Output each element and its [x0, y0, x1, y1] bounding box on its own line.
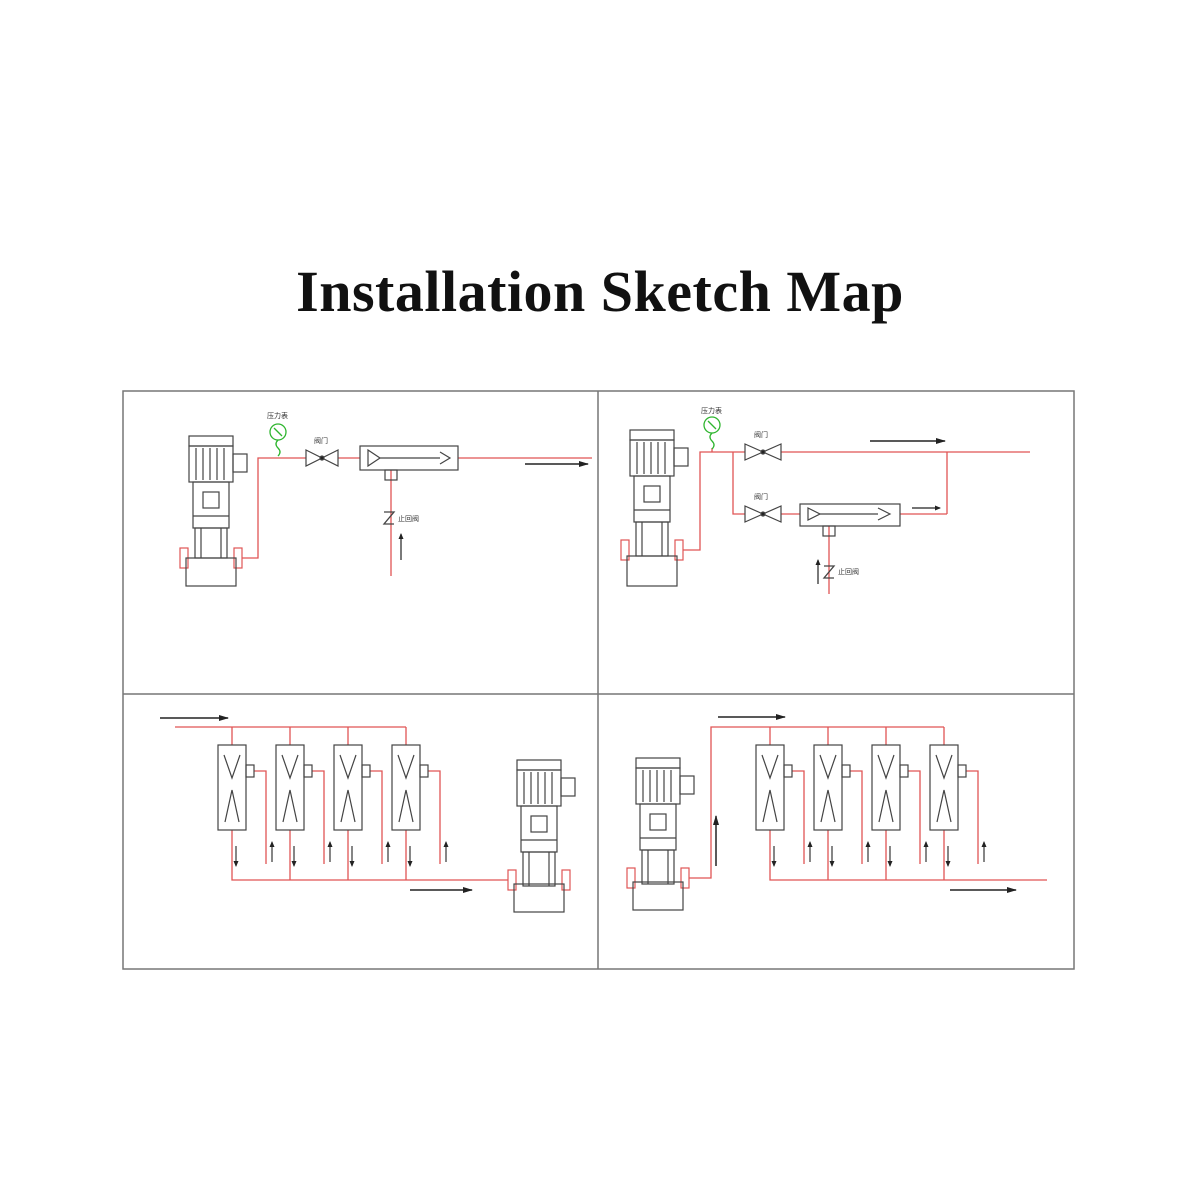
check-valve-label: 止回阀 [398, 514, 419, 523]
flowmeter-icon [929, 744, 967, 831]
panel-3 [160, 715, 576, 913]
panel-1: 压力表 阀门 止回阀 [179, 411, 592, 587]
check-valve-icon [382, 511, 396, 525]
valve-icon [744, 505, 782, 523]
flowmeter-icon [275, 744, 313, 831]
pressure-gauge-icon [269, 423, 287, 457]
valve-icon [305, 449, 339, 467]
valve-icon [744, 443, 782, 461]
pump-icon [179, 435, 248, 587]
diagram-frame [122, 390, 1075, 970]
valve-label: 阀门 [754, 492, 768, 501]
gauge-label: 压力表 [267, 411, 288, 420]
flowmeter-array [217, 744, 429, 831]
flowmeter-icon [871, 744, 909, 831]
flowmeter-icon [813, 744, 851, 831]
pump-icon [626, 757, 695, 911]
flow-arrows-small [233, 841, 449, 867]
valve-label: 阀门 [314, 436, 328, 445]
check-valve-label: 止回阀 [838, 567, 859, 576]
gauge-label: 压力表 [701, 406, 722, 415]
pump-icon [620, 429, 689, 587]
flowmeter-icon [755, 744, 793, 831]
flowmeter-icon [359, 445, 459, 481]
pipe-lines [689, 726, 1047, 881]
pump-icon [507, 759, 576, 913]
pressure-gauge-icon [703, 416, 721, 450]
flowmeter-icon [217, 744, 255, 831]
pipe-lines [175, 726, 508, 881]
flowmeter-icon [391, 744, 429, 831]
valve-label: 阀门 [754, 430, 768, 439]
panel-4 [626, 714, 1047, 911]
check-valve-icon [822, 565, 836, 579]
flowmeter-icon [799, 503, 901, 537]
flow-arrows-small [771, 841, 987, 867]
flowmeter-array [755, 744, 967, 831]
pipe-lines [242, 457, 592, 576]
page-title: Installation Sketch Map [296, 259, 904, 324]
flowmeter-icon [333, 744, 371, 831]
pipe-lines [683, 448, 1030, 594]
panel-2: 压力表 阀门 阀门 止回阀 [620, 406, 1030, 594]
